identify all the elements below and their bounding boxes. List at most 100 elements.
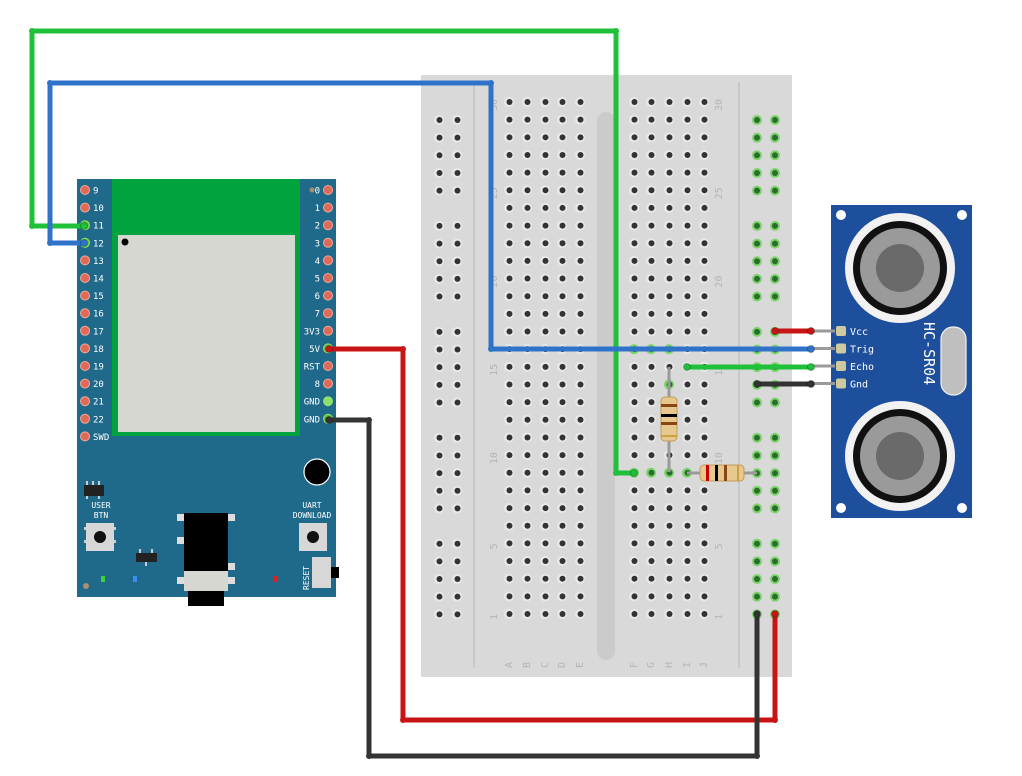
mcu-pin[interactable] — [323, 255, 333, 266]
wire-endpoint[interactable] — [630, 469, 638, 477]
mcu-pin[interactable] — [80, 308, 90, 319]
mcu-pin-label: 13 — [93, 257, 104, 267]
hole-center — [648, 187, 655, 194]
wire-bend[interactable] — [366, 417, 372, 423]
wire-endpoint[interactable] — [80, 239, 88, 247]
hole-center — [772, 134, 778, 141]
hole-center — [631, 434, 638, 441]
hole-center — [542, 169, 549, 176]
mcu-pin[interactable] — [80, 361, 90, 371]
mcu-pin-label: 10 — [93, 204, 104, 214]
hole-center — [648, 275, 655, 282]
hole-center — [701, 434, 708, 441]
sensor-pin-pad[interactable] — [836, 326, 846, 336]
hole-center — [436, 470, 443, 477]
mcu-pin[interactable] — [323, 202, 333, 213]
mcu-pin[interactable] — [323, 308, 333, 319]
mcu-pin[interactable] — [80, 273, 90, 283]
uart-download-button[interactable] — [299, 523, 327, 551]
hole-center — [559, 522, 566, 529]
hole-center — [577, 293, 584, 300]
wire-endpoint[interactable] — [683, 363, 691, 371]
hole-center — [631, 328, 638, 335]
wire-endpoint[interactable] — [753, 380, 761, 388]
wire-endpoint[interactable] — [80, 222, 88, 230]
mcu-pin[interactable] — [80, 202, 90, 213]
wire-bend[interactable] — [366, 753, 372, 759]
wire-bend[interactable] — [47, 240, 53, 246]
mcu-pin[interactable] — [323, 396, 333, 407]
wire-bend[interactable] — [772, 717, 778, 723]
mcu-pin[interactable] — [80, 378, 90, 389]
wire-bend[interactable] — [47, 80, 53, 86]
wire-bend[interactable] — [29, 223, 35, 229]
mcu-pin[interactable] — [80, 255, 90, 266]
wire-endpoint[interactable] — [807, 327, 815, 335]
hole-center — [542, 275, 549, 282]
wire-endpoint[interactable] — [325, 345, 333, 353]
hole-center — [559, 293, 566, 300]
hole-center — [577, 399, 584, 406]
hole-center — [454, 117, 461, 123]
hole-center — [454, 293, 461, 300]
mcu-pin[interactable] — [80, 185, 90, 195]
mcu-pin[interactable] — [323, 378, 333, 389]
user-button[interactable] — [84, 523, 116, 551]
wire-endpoint[interactable] — [807, 345, 815, 353]
wire-bend[interactable] — [29, 28, 35, 34]
reset-switch[interactable] — [312, 557, 339, 588]
mcu-pin[interactable] — [80, 413, 90, 424]
column-label: F — [629, 662, 640, 668]
sensor-pin-pad[interactable] — [836, 343, 846, 354]
hole-center — [772, 487, 778, 494]
mcu-pin[interactable] — [80, 290, 90, 301]
mcu-pin[interactable] — [323, 273, 333, 283]
hole-center — [542, 363, 549, 370]
wire-bend[interactable] — [400, 346, 406, 352]
wire-endpoint[interactable] — [771, 610, 779, 618]
sensor-pin-pad[interactable] — [836, 378, 846, 389]
hole-center — [701, 310, 708, 317]
column-label: H — [664, 662, 675, 668]
wire-endpoint[interactable] — [807, 380, 815, 388]
hole-center — [648, 487, 655, 494]
wire-bend[interactable] — [754, 753, 760, 759]
hole-center — [577, 222, 584, 229]
mcu-pin[interactable] — [80, 396, 90, 407]
hole-center — [772, 293, 778, 300]
mcu-pin[interactable] — [323, 290, 333, 301]
sensor-pin-pad[interactable] — [836, 361, 846, 371]
wire-bend[interactable] — [488, 346, 494, 352]
mcu-pin[interactable] — [80, 431, 90, 442]
hole-center — [772, 434, 778, 441]
wire-endpoint[interactable] — [753, 610, 761, 618]
hole-center — [436, 240, 443, 247]
mcu-pin[interactable] — [323, 361, 333, 371]
led-red — [274, 576, 278, 582]
wire-bend[interactable] — [400, 717, 406, 723]
wire-endpoint[interactable] — [807, 363, 815, 371]
wire-endpoint[interactable] — [325, 416, 333, 424]
mcu-pin[interactable] — [323, 185, 333, 195]
hole-center — [524, 558, 531, 565]
mcu-pin[interactable] — [323, 237, 333, 248]
hole-center — [506, 222, 513, 229]
sensor-pin-label: Vcc — [850, 327, 868, 338]
wire-io12-blue[interactable] — [47, 80, 814, 352]
hole-center — [631, 416, 638, 423]
mcu-pin[interactable] — [80, 343, 90, 354]
mount-hole — [957, 503, 967, 513]
led-blue — [133, 576, 137, 582]
hole-center — [524, 134, 531, 141]
wire-endpoint[interactable] — [771, 327, 779, 335]
hole-center — [772, 399, 778, 406]
mcu-pin[interactable] — [323, 220, 333, 231]
mcu-pin[interactable] — [323, 325, 333, 336]
wire-bend[interactable] — [488, 80, 494, 86]
wire-bend[interactable] — [613, 28, 619, 34]
hole-center — [684, 416, 691, 423]
hole-center — [666, 575, 673, 582]
mcu-pin[interactable] — [80, 325, 90, 336]
wire-bend[interactable] — [613, 470, 619, 476]
row-label-left: 30 — [489, 99, 500, 111]
